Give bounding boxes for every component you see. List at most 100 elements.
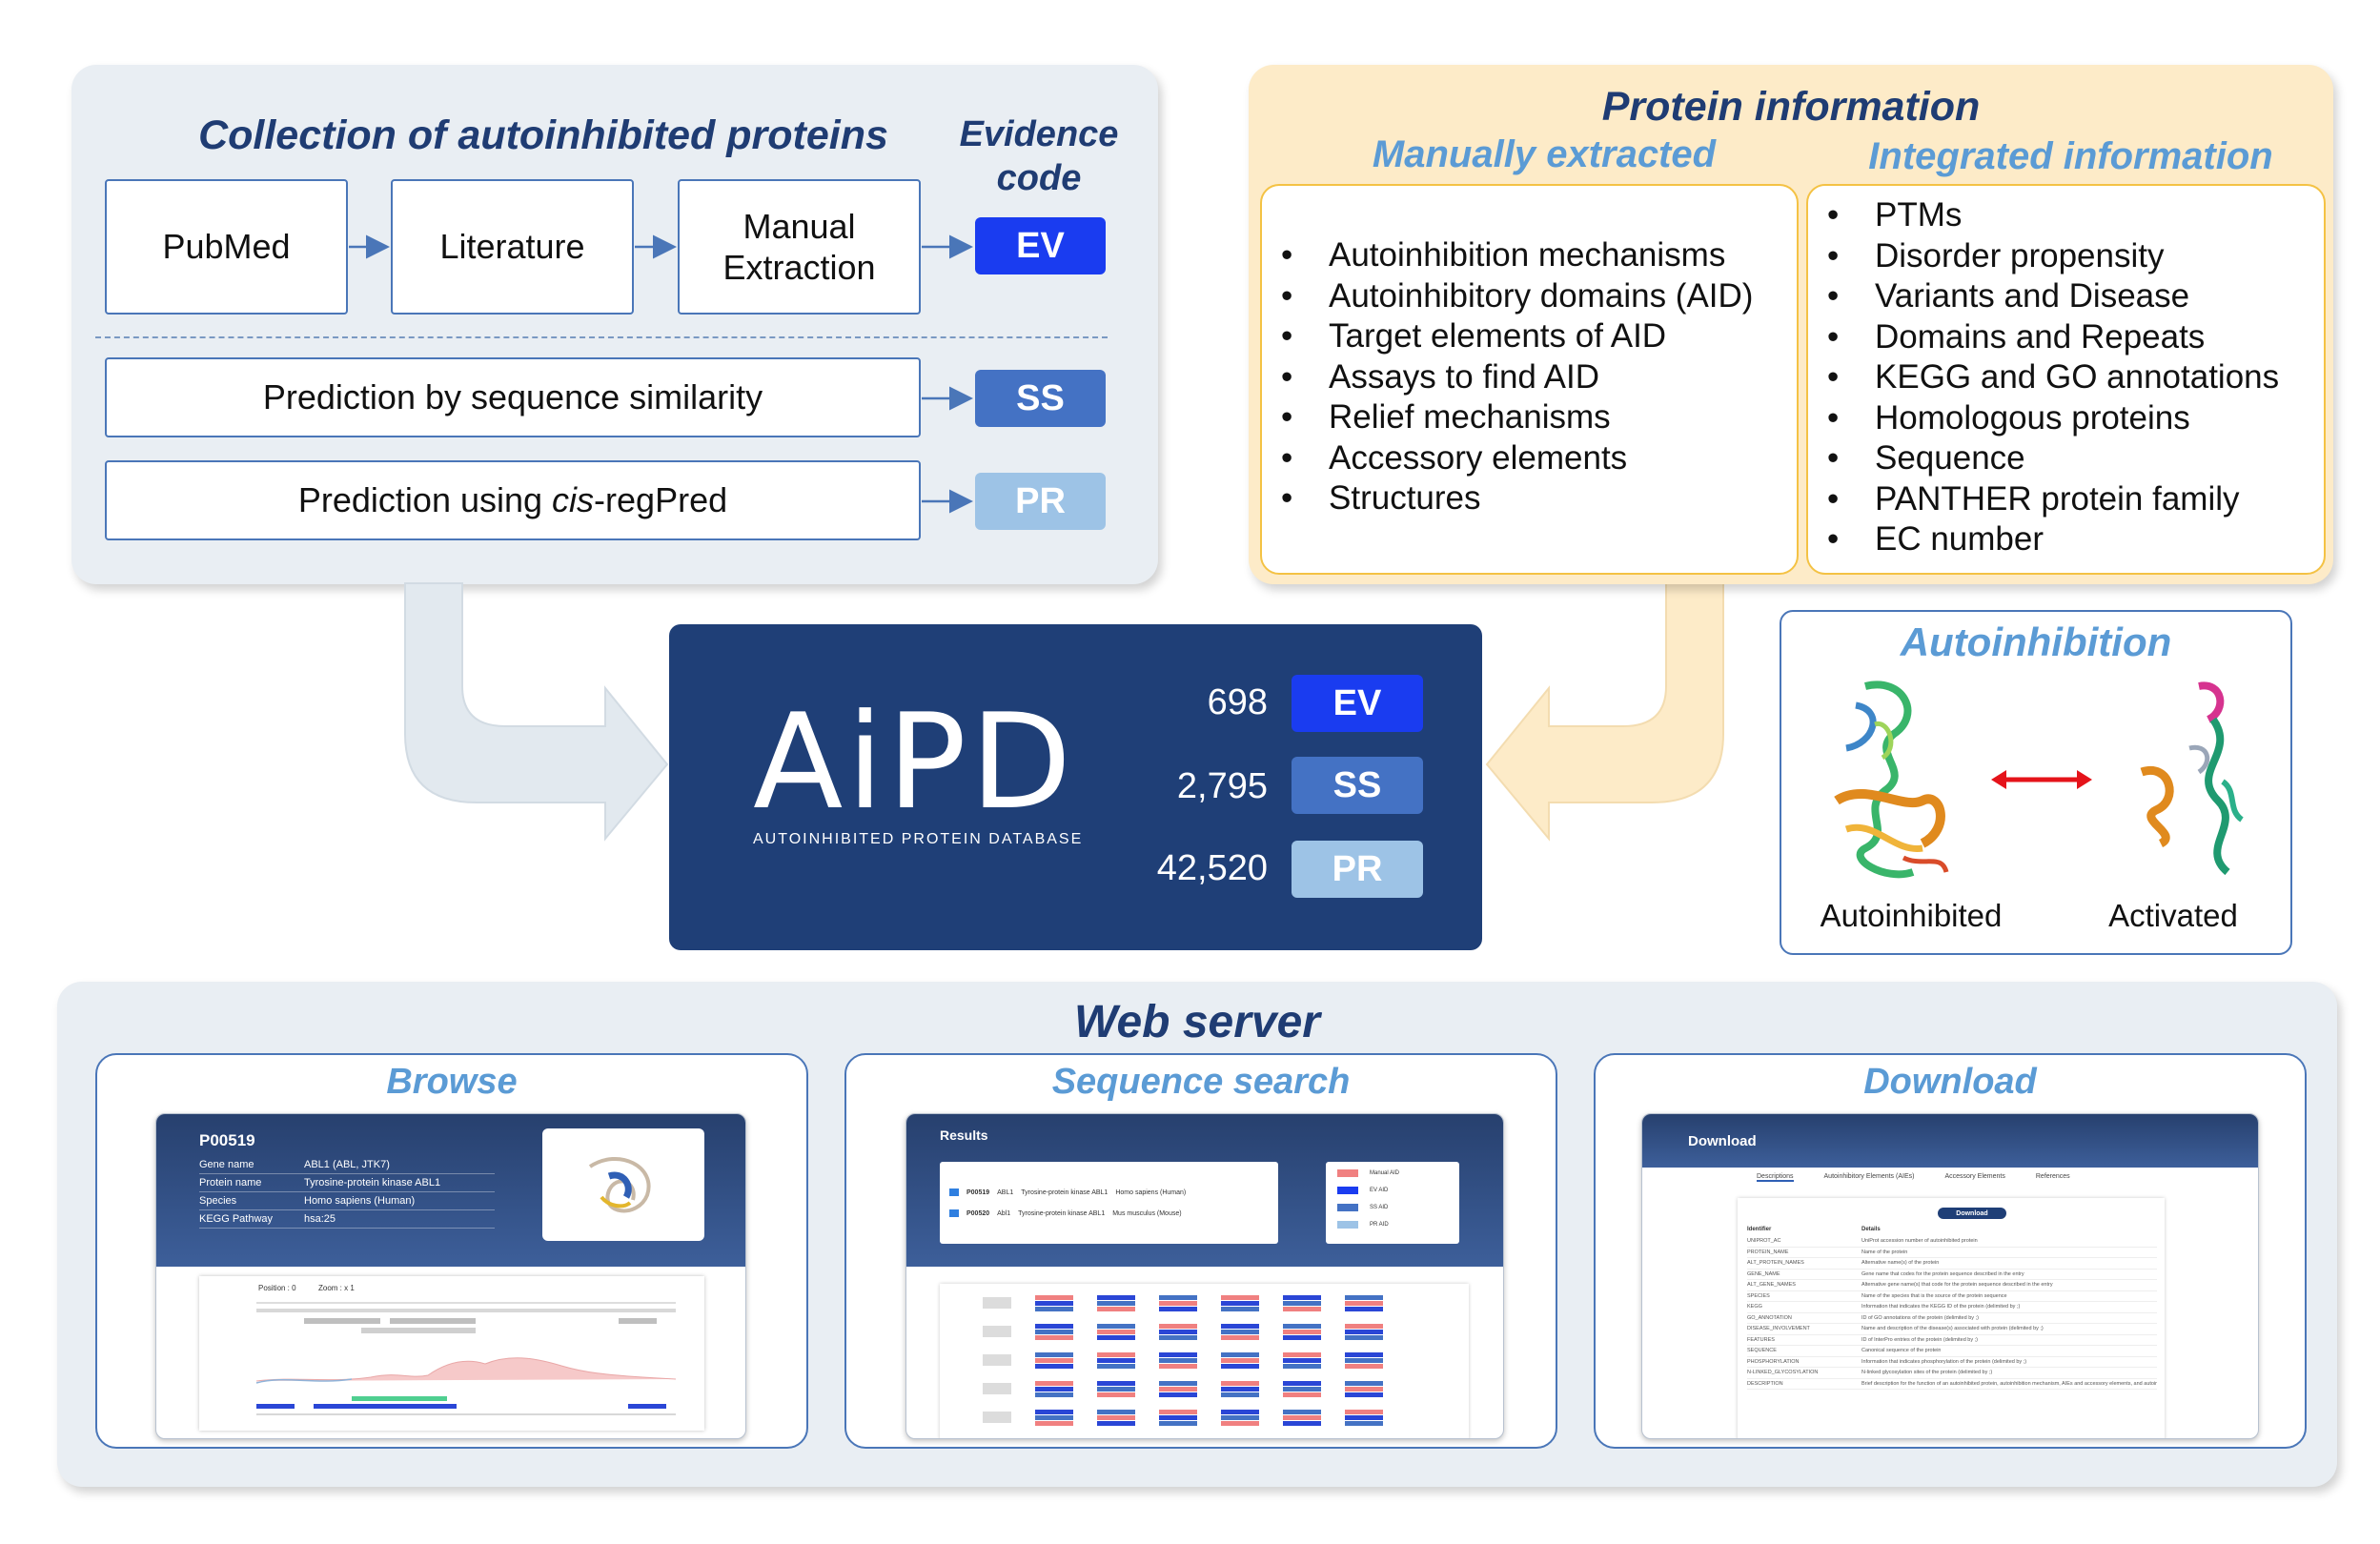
legend-item: Manual AID <box>1337 1169 1399 1177</box>
legend-item: PR AID <box>1337 1221 1389 1229</box>
results-row[interactable]: P00520 Abl1 Tyrosine-protein kinase ABL1… <box>949 1209 1182 1217</box>
alignment-block <box>1221 1324 1259 1329</box>
result-gene: Abl1 <box>997 1209 1011 1217</box>
alignment-block <box>1035 1335 1073 1340</box>
alignment-label <box>983 1412 1011 1423</box>
alignment-block <box>1097 1387 1135 1392</box>
select-checkbox[interactable] <box>949 1188 959 1196</box>
sequence-similarity-label: Prediction by sequence similarity <box>262 377 763 417</box>
field-value: Tyrosine-protein kinase ABL1 <box>304 1177 441 1188</box>
alignment-block <box>1221 1410 1259 1414</box>
row-identifier: ALT_GENE_NAMES <box>1747 1282 1796 1289</box>
alignment-block <box>1283 1415 1321 1420</box>
count-ev-code: EV <box>1332 682 1382 723</box>
alignment-block <box>1283 1392 1321 1397</box>
browse-structure-thumb[interactable] <box>542 1128 704 1241</box>
cis-regpred-label: Prediction using cis-regPred <box>298 479 727 520</box>
alignment-block <box>1221 1358 1259 1363</box>
field-key: Gene name <box>199 1159 254 1170</box>
alignment-block <box>1345 1324 1383 1329</box>
protein-info-title: Protein information <box>1601 84 1981 130</box>
alignment-block <box>1035 1307 1073 1311</box>
protein-structures <box>1834 681 2244 879</box>
aid-legend: Manual AID EV AID SS AID PR AID <box>1326 1162 1459 1244</box>
row-detail: ID of GO annotations of the protein (del… <box>1861 1314 1979 1321</box>
alignment-block <box>1283 1387 1321 1392</box>
table-row: N-LINKED_GLYCOSYLATION N-linked glycosyla… <box>1747 1368 2157 1379</box>
sequence-search-screenshot: Results P00519 ABL1 Tyrosine-protein kin… <box>905 1113 1504 1439</box>
evidence-header: Evidence code <box>929 112 1149 200</box>
alignment-block <box>1221 1381 1259 1386</box>
tab-accessory-elements[interactable]: Accessory Elements <box>1944 1173 2005 1180</box>
alignment-block <box>1035 1421 1073 1426</box>
row-identifier: GENE_NAME <box>1747 1270 1780 1277</box>
alignment-block <box>1159 1415 1197 1420</box>
manual-line1: Manual <box>742 206 856 246</box>
alignment-block <box>1345 1295 1383 1300</box>
pr-badge-label: PR <box>1015 480 1066 521</box>
integrated-item: Domains and Repeats <box>1808 317 2324 358</box>
row-detail: Canonical sequence of the protein <box>1861 1348 1942 1354</box>
alignment-block <box>1345 1335 1383 1340</box>
integrated-item: Disorder propensity <box>1808 236 2324 277</box>
download-button[interactable]: Download <box>1938 1208 2006 1219</box>
alignment-block <box>1283 1295 1321 1300</box>
dashed-separator <box>95 336 1108 338</box>
row-identifier: DESCRIPTION <box>1747 1380 1783 1387</box>
alignment-block <box>1035 1295 1073 1300</box>
legend-label: Manual AID <box>1370 1170 1400 1176</box>
field-value: Homo sapiens (Human) <box>304 1195 416 1207</box>
integrated-item: PANTHER protein family <box>1808 479 2324 520</box>
manual-extracted-box: Autoinhibition mechanisms Autoinhibitory… <box>1260 184 1799 575</box>
integrated-item: Homologous proteins <box>1808 398 2324 439</box>
alignment-block <box>1035 1387 1073 1392</box>
alignment-block <box>1035 1381 1073 1386</box>
alignment-block <box>1035 1324 1073 1329</box>
select-checkbox[interactable] <box>949 1209 959 1217</box>
results-header: Results P00519 ABL1 Tyrosine-protein kin… <box>906 1114 1503 1267</box>
alignment-block <box>1283 1324 1321 1329</box>
sequence-similarity-box: Prediction by sequence similarity <box>105 357 921 437</box>
alignment-block <box>1097 1295 1135 1300</box>
download-screenshot: Download Descriptions Autoinhibitory Ele… <box>1641 1113 2259 1439</box>
result-id: P00519 <box>966 1188 990 1196</box>
download-header-label: Download <box>1688 1133 1757 1149</box>
manual-item: Accessory elements <box>1262 438 1797 479</box>
table-row: PROTEIN_NAME Name of the protein <box>1747 1248 2157 1258</box>
pr-text-italic: cis <box>552 480 595 520</box>
integrated-items-list: PTMs Disorder propensity Variants and Di… <box>1808 195 2324 560</box>
alignment-block <box>1097 1392 1135 1397</box>
sequence-search-title: Sequence search <box>1051 1062 1351 1102</box>
position-label: Position : 0 <box>258 1284 296 1292</box>
row-detail: Information that indicates phosphorylati… <box>1861 1358 2027 1365</box>
alignment-block <box>1159 1324 1197 1329</box>
results-row[interactable]: P00519 ABL1 Tyrosine-protein kinase ABL1… <box>949 1188 1186 1196</box>
row-detail: Name of the protein <box>1861 1249 1908 1255</box>
tab-references[interactable]: References <box>2035 1173 2070 1180</box>
big-orange-arrow <box>1485 582 1724 842</box>
activated-label: Activated <box>2108 898 2238 933</box>
row-identifier: PROTEIN_NAME <box>1747 1249 1789 1255</box>
integrated-info-box: PTMs Disorder propensity Variants and Di… <box>1806 184 2326 575</box>
result-name: Tyrosine-protein kinase ABL1 <box>1018 1209 1106 1217</box>
field-key: KEGG Pathway <box>199 1213 274 1225</box>
web-server-title: Web server <box>1074 997 1320 1047</box>
alignment-block <box>1221 1335 1259 1340</box>
tab-descriptions[interactable]: Descriptions <box>1757 1173 1794 1182</box>
row-identifier: FEATURES <box>1747 1336 1775 1343</box>
row-identifier: KEGG <box>1747 1304 1762 1310</box>
row-detail: Alternative name(s) of the protein <box>1861 1260 1940 1267</box>
count-ev: 698 <box>1207 682 1268 722</box>
tab-autoinhibitory-elements[interactable]: Autoinhibitory Elements (AIEs) <box>1823 1173 1915 1180</box>
row-detail: N-linked glycosylation sites of the prot… <box>1861 1370 1993 1376</box>
browse-viewer[interactable]: Position : 0 Zoom : x 1 <box>199 1276 704 1431</box>
row-identifier: N-LINKED_GLYCOSYLATION <box>1747 1370 1819 1376</box>
